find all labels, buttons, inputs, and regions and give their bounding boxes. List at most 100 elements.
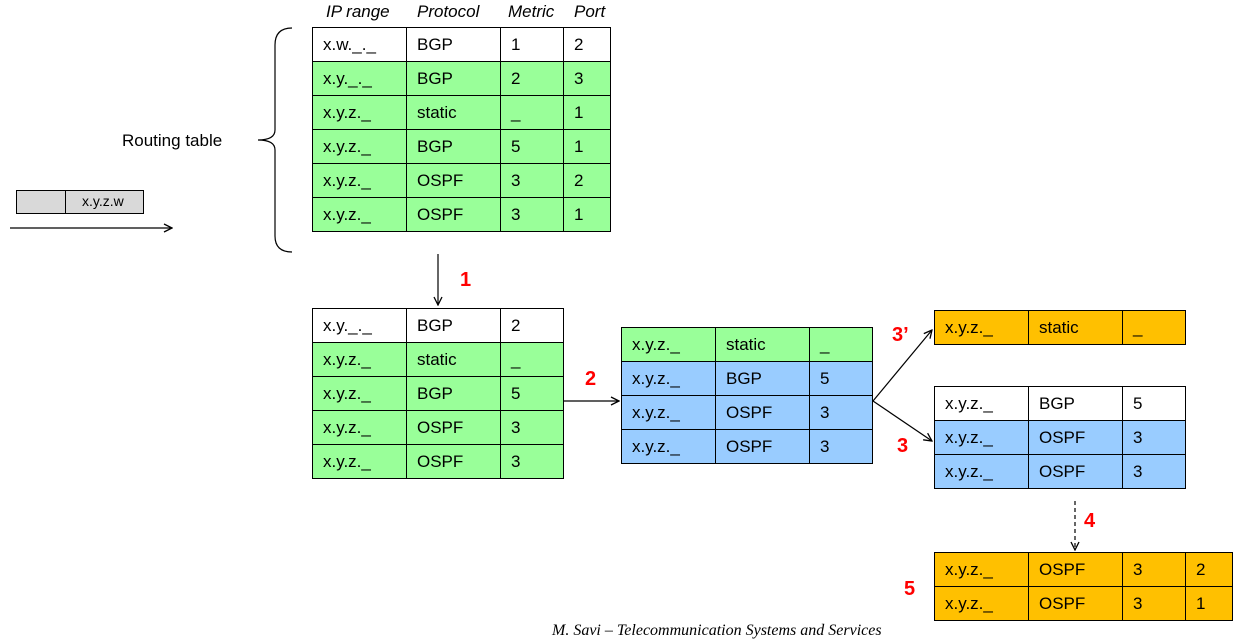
table-cell: x.y.z._ xyxy=(621,429,716,464)
header-port: Port xyxy=(574,2,606,21)
table-cell: static xyxy=(406,95,501,130)
table-cell: BGP xyxy=(1028,386,1123,421)
table-cell: x.y.z._ xyxy=(312,342,407,377)
header-metric: Metric xyxy=(508,2,555,21)
table-cell: 3 xyxy=(809,429,873,464)
table-cell: 3 xyxy=(1122,552,1186,587)
table-cell: 1 xyxy=(563,129,611,164)
table-cell: 5 xyxy=(500,376,564,411)
table-cell: OSPF xyxy=(1028,454,1123,489)
step-label-2: 2 xyxy=(585,368,597,390)
table-cell: 2 xyxy=(563,163,611,198)
table-cell: BGP xyxy=(406,376,501,411)
table-cell: OSPF xyxy=(406,410,501,445)
table-cell: 1 xyxy=(1185,586,1233,621)
step-label-5: 5 xyxy=(904,578,916,600)
table-cell: x.y.z._ xyxy=(312,410,407,445)
table-cell: x.y.z._ xyxy=(934,586,1029,621)
table-cell: 3 xyxy=(500,163,564,198)
table-cell: 5 xyxy=(809,361,873,396)
table-cell: 2 xyxy=(563,27,611,62)
table-cell: 3 xyxy=(500,410,564,445)
table-cell: BGP xyxy=(715,361,810,396)
table-cell: 5 xyxy=(500,129,564,164)
table-cell: OSPF xyxy=(406,197,501,232)
table-cell: static xyxy=(1028,310,1123,345)
table-cell: OSPF xyxy=(715,395,810,430)
packet-address: x.y.z.w xyxy=(66,191,143,213)
table-cell: 3 xyxy=(809,395,873,430)
table-cell: 5 xyxy=(1122,386,1186,421)
table-cell: 1 xyxy=(563,197,611,232)
header-protocol: Protocol xyxy=(417,2,480,21)
table-cell: 3 xyxy=(500,444,564,479)
step-label-4: 4 xyxy=(1084,510,1096,532)
table-cell: 2 xyxy=(500,61,564,96)
table-cell: _ xyxy=(500,342,564,377)
step-label-3prime: 3’ xyxy=(892,324,909,346)
table-cell: x.y.z._ xyxy=(312,197,407,232)
table-cell: 3 xyxy=(1122,454,1186,489)
table-cell: x.y.z._ xyxy=(312,376,407,411)
routing-table-brace xyxy=(257,27,293,253)
table-row: x.y.z._static_ xyxy=(312,342,564,377)
table-cell: 2 xyxy=(500,308,564,343)
table-cell: BGP xyxy=(406,27,501,62)
table-cell: 1 xyxy=(500,27,564,62)
packet-header xyxy=(17,191,66,213)
step-label-3: 3 xyxy=(897,435,909,457)
table-cell: _ xyxy=(500,95,564,130)
table-cell: x.y.z._ xyxy=(934,552,1029,587)
table-cell: BGP xyxy=(406,308,501,343)
table-cell: 3 xyxy=(563,61,611,96)
step-label-1: 1 xyxy=(460,269,472,291)
table-cell: BGP xyxy=(406,61,501,96)
packet: x.y.z.w xyxy=(16,190,144,214)
table-cell: OSPF xyxy=(406,444,501,479)
table-cell: static xyxy=(406,342,501,377)
table-cell: x.y.z._ xyxy=(934,310,1029,345)
table-row: x.y.z._static_ xyxy=(621,327,873,362)
footer-credit: M. Savi – Telecommunication Systems and … xyxy=(552,622,882,639)
table-cell: x.y.z._ xyxy=(312,444,407,479)
table-cell: OSPF xyxy=(1028,552,1123,587)
table-cell: _ xyxy=(809,327,873,362)
table-cell: 3 xyxy=(1122,420,1186,455)
table-cell: x.y.z._ xyxy=(312,163,407,198)
table-cell: x.y.z._ xyxy=(621,327,716,362)
table-cell: OSPF xyxy=(406,163,501,198)
table-cell: 1 xyxy=(563,95,611,130)
table-cell: x.y.z._ xyxy=(312,95,407,130)
table-row: x.y.z._static_ xyxy=(934,310,1186,345)
table-cell: x.y.z._ xyxy=(621,361,716,396)
table-cell: x.y.z._ xyxy=(312,129,407,164)
table-cell: BGP xyxy=(406,129,501,164)
header-ip-range: IP range xyxy=(326,2,390,21)
table-cell: OSPF xyxy=(715,429,810,464)
table-cell: 3 xyxy=(1122,586,1186,621)
table-cell: x.y.z._ xyxy=(934,454,1029,489)
table-cell: x.y._._ xyxy=(312,308,407,343)
table-cell: x.y.z._ xyxy=(934,420,1029,455)
table-step3prime: x.y.z._static_ xyxy=(934,310,1186,345)
table-cell: static xyxy=(715,327,810,362)
table-cell: 2 xyxy=(1185,552,1233,587)
table-cell: x.y.z._ xyxy=(934,386,1029,421)
